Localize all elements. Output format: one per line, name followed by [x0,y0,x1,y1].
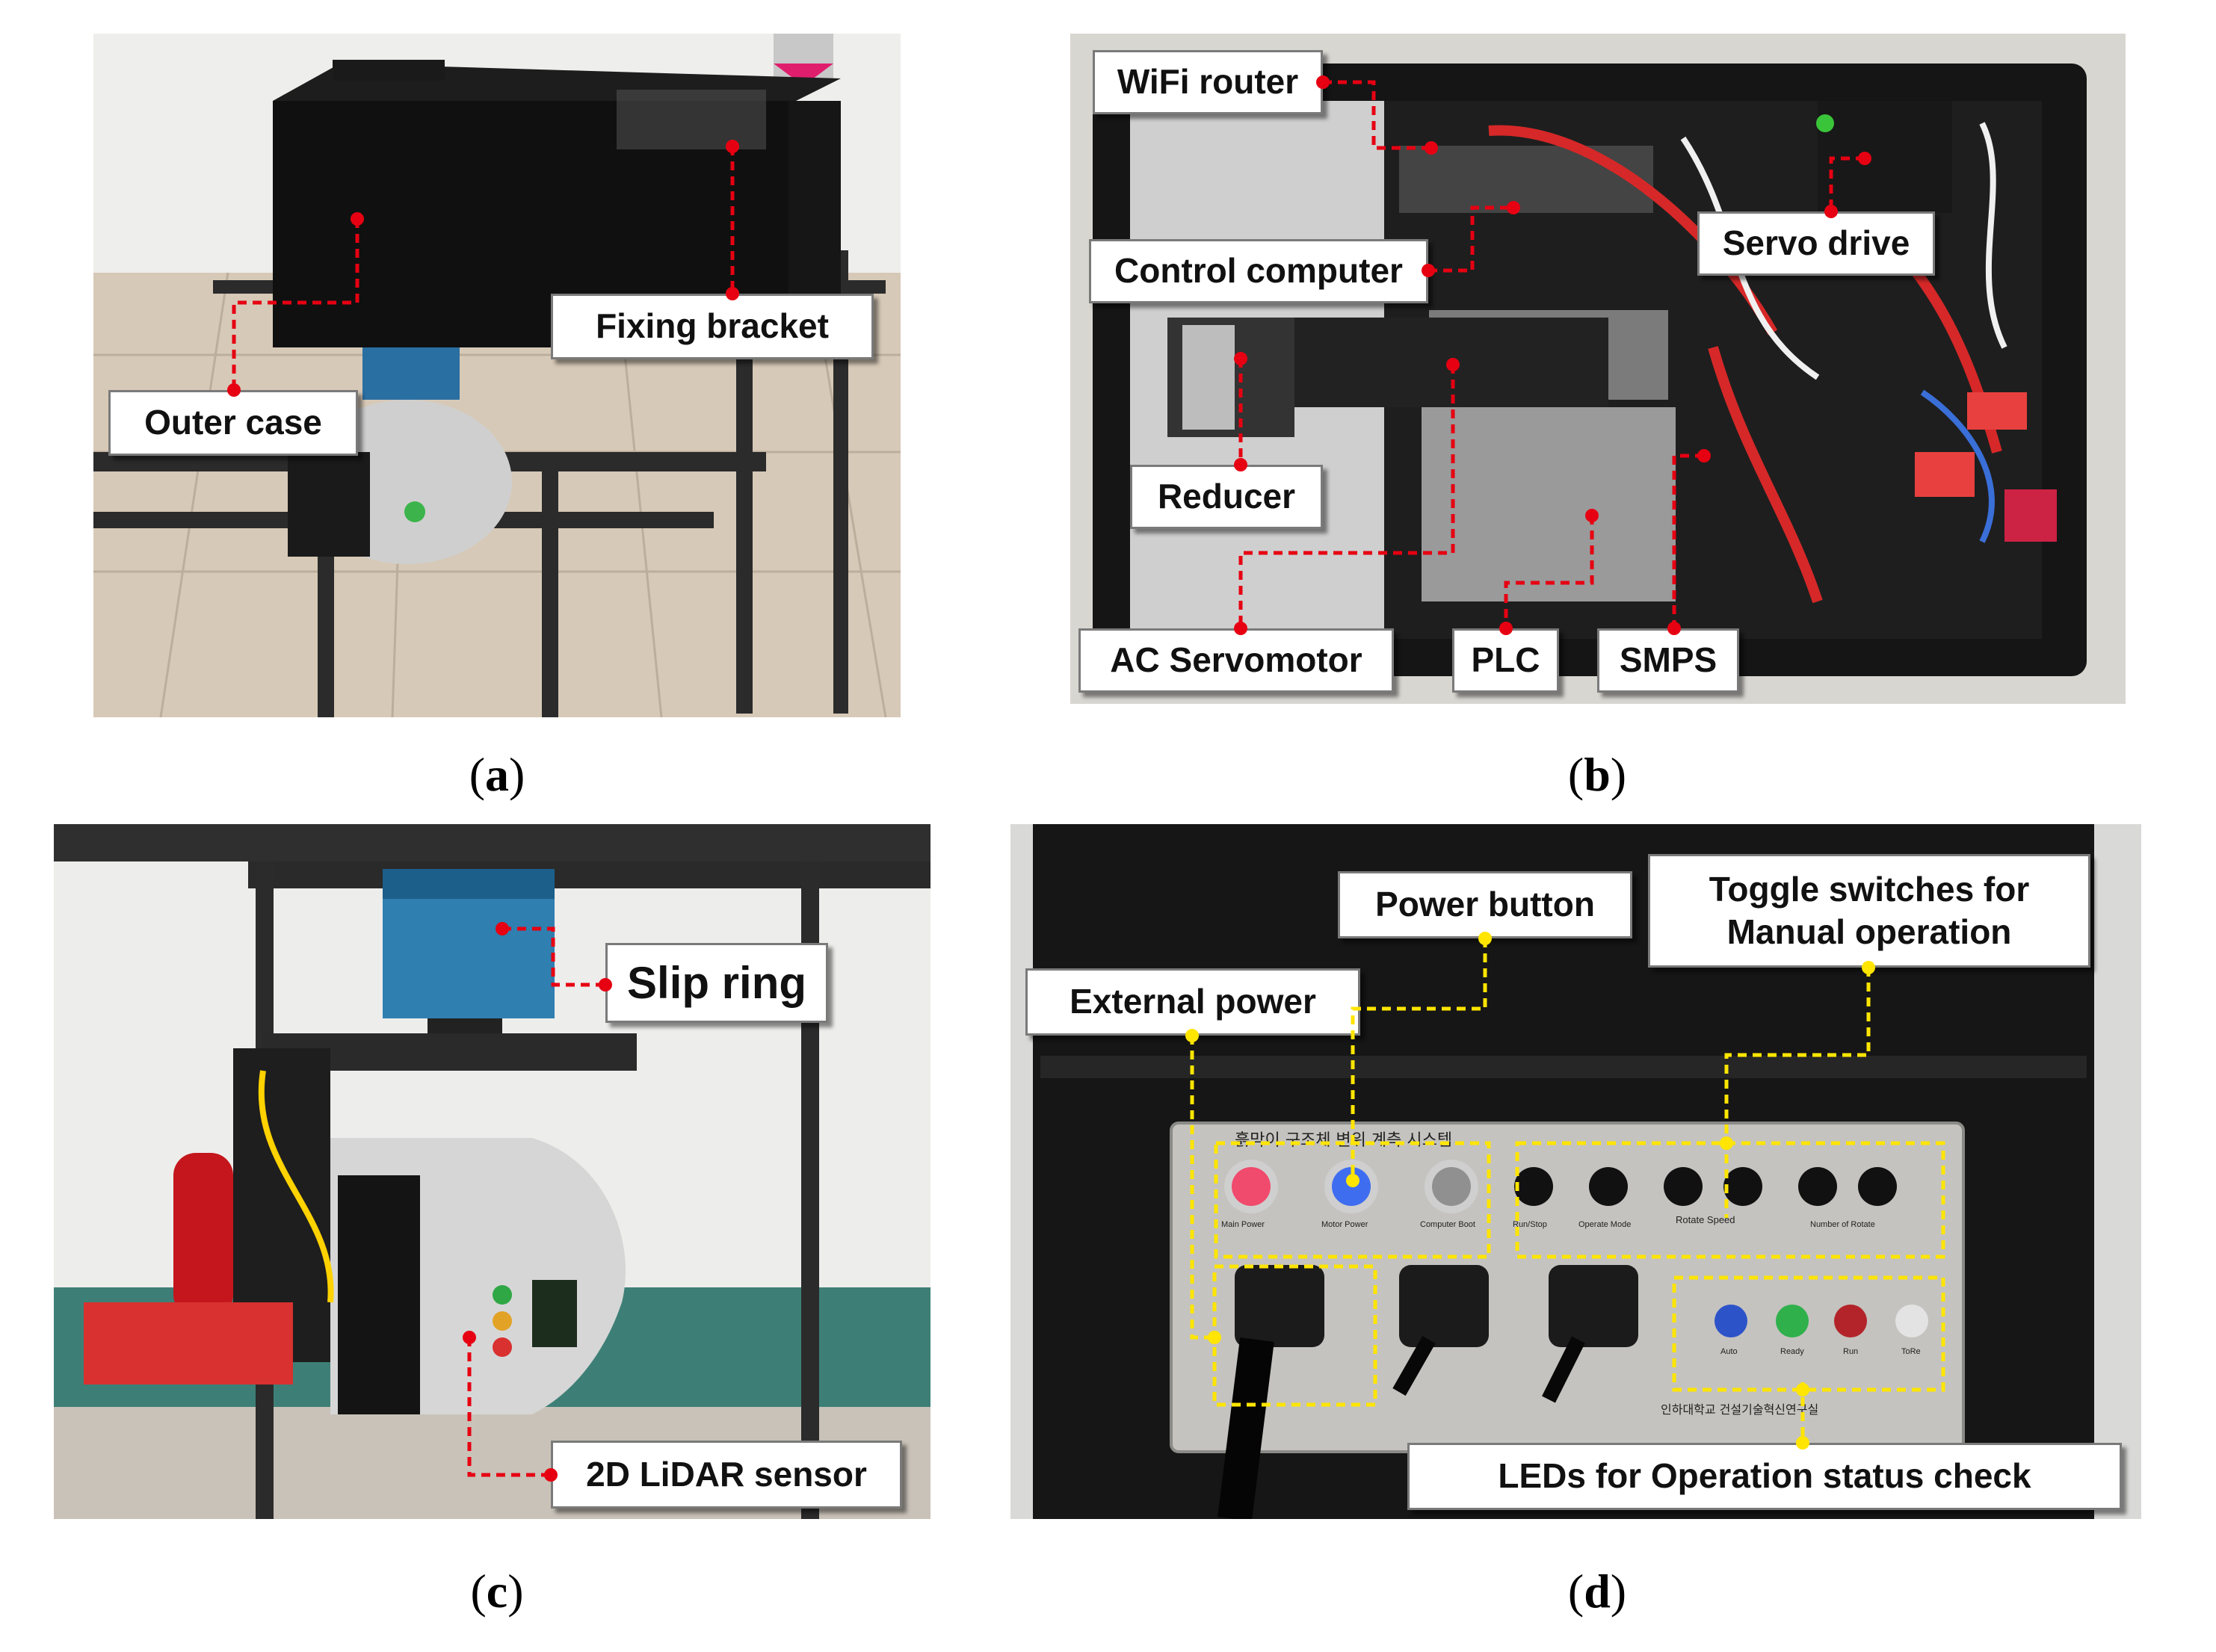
callout-leds: LEDs for Operation status check [1407,1443,2122,1510]
callout-slip-ring: Slip ring [605,943,828,1023]
panel-b-photo [1070,34,2126,704]
callout-outer-case: Outer case [108,390,358,456]
panel-label-a: (a) [469,748,525,801]
plate-led-label-ready: Ready [1780,1347,1804,1356]
callout-fixing-bracket: Fixing bracket [551,294,874,359]
panel-c-photo [54,824,930,1519]
plate-button-label-main-power: Main Power [1221,1220,1265,1229]
callout-toggle-line2: Manual operation [1726,912,2012,951]
panel-a-photo [93,34,901,717]
plate-toggle-label-rotate-speed: Rotate Speed [1676,1214,1735,1225]
callout-lidar-sensor: 2D LiDAR sensor [551,1441,902,1509]
callout-control-computer: Control computer [1089,239,1428,303]
plate-title: 흙막이 구조체 변위 계측 시스템 [1235,1131,1453,1150]
callout-ac-servomotor: AC Servomotor [1078,628,1394,693]
control-box-photo [1070,34,2126,704]
callout-toggle-switches: Toggle switches for Manual operation [1648,854,2090,968]
callout-power-button: Power button [1338,871,1632,938]
plate-toggle-label-run-stop: Run/Stop [1513,1220,1547,1229]
panel-label-c: (c) [470,1565,524,1618]
callout-toggle-line1: Toggle switches for [1709,869,2030,909]
lidar-photo [54,824,930,1519]
plate-footer: 인하대학교 건설기술혁신연구실 [1661,1402,1819,1417]
callout-plc: PLC [1452,628,1559,693]
callout-servo-drive: Servo drive [1697,211,1935,276]
panel-label-d: (d) [1567,1565,1627,1618]
callout-reducer: Reducer [1130,465,1323,529]
plate-button-label-motor-power: Motor Power [1321,1220,1368,1229]
callout-wifi-router: WiFi router [1093,50,1323,114]
plate-toggle-label-operate-mode: Operate Mode [1578,1220,1632,1229]
plate-toggle-label-number-of-rotate: Number of Rotate [1810,1220,1875,1229]
plate-button-label-computer-boot: Computer Boot [1420,1220,1475,1229]
frame-photo [93,34,901,717]
plate-led-label-auto: Auto [1720,1347,1738,1356]
plate-led-label-tore: ToRe [1901,1347,1921,1356]
callout-external-power: External power [1025,968,1360,1036]
plate-led-label-run: Run [1843,1347,1859,1356]
callout-smps: SMPS [1597,628,1739,693]
panel-label-b: (b) [1567,748,1627,801]
